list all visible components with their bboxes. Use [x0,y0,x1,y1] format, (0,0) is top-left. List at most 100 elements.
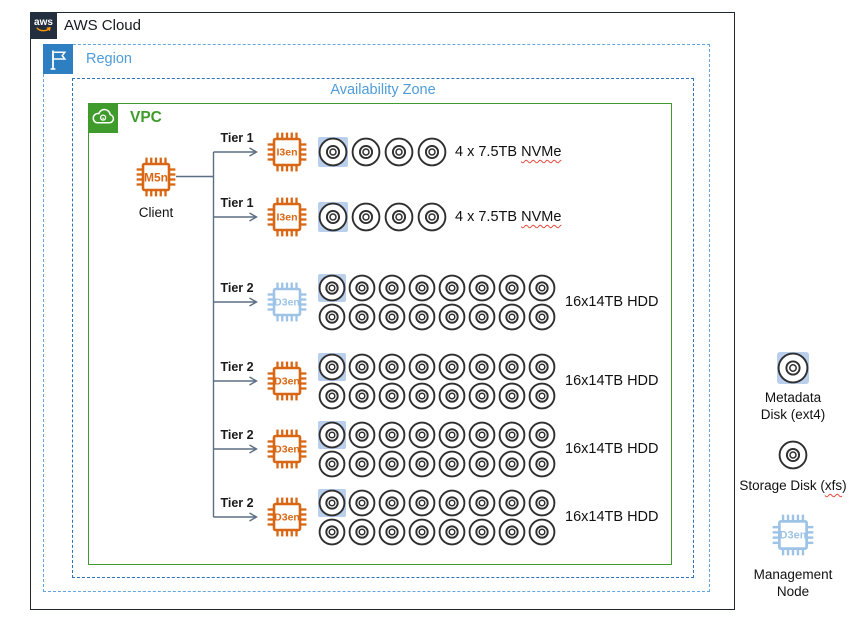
storage-disk-icon [468,518,496,546]
storage-disk-icon [438,489,466,517]
client-label: Client [138,205,174,220]
tier-label: Tier 1 [220,196,254,210]
metadata-disk-icon [318,273,346,302]
storage-disk-icon [498,421,526,449]
region-label: Region [86,51,132,67]
storage-disk-icon [378,353,406,381]
storage-disk-icon [438,274,466,302]
storage-disk-icon [468,421,496,449]
aws-logo-icon: aws [30,12,57,39]
storage-disk-icon [378,382,406,410]
storage-disk-icon [318,450,346,478]
storage-disk-icon [348,450,376,478]
storage-disk-icon [468,450,496,478]
disk-array [318,202,447,232]
legend-label: Management Node [753,567,833,599]
aws-cloud-label: AWS Cloud [64,17,141,34]
storage-disk-icon [528,274,556,302]
storage-disk-icon [438,450,466,478]
storage-disk-icon [378,450,406,478]
client-instance-chip: M5n [135,156,177,198]
storage-disk-icon [438,421,466,449]
storage-disk-icon [348,489,376,517]
metadata-disk-icon [318,420,346,449]
legend-management-node-icon: D3en [771,513,815,557]
svg-text:aws: aws [34,17,53,28]
storage-disk-icon [528,353,556,381]
instance-chip: I3en [266,131,308,173]
metadata-disk-icon [318,137,348,167]
storage-disk-icon [528,450,556,478]
storage-disk-icon [378,518,406,546]
disk-array [318,420,556,478]
storage-disk-icon [498,450,526,478]
storage-disk-icon [408,382,436,410]
storage-disk-icon [378,489,406,517]
instance-chip-label: I3en [276,147,297,159]
region-flag-icon [43,44,73,74]
aws-cloud-box [30,12,735,610]
storage-disk-icon [408,421,436,449]
disk-capacity-label: 4 x 7.5TB NVMe [455,144,562,160]
storage-disk-icon [528,421,556,449]
vpc-label: VPC [130,109,162,126]
region-box [43,44,710,592]
storage-disk-icon [417,202,447,232]
storage-disk-icon [438,303,466,331]
storage-disk-icon [468,303,496,331]
storage-disk-icon [468,274,496,302]
storage-disk-icon [528,382,556,410]
tier-label: Tier 2 [220,360,254,374]
storage-disk-icon [378,303,406,331]
storage-disk-icon [498,382,526,410]
storage-disk-icon [351,202,381,232]
storage-disk-icon [498,274,526,302]
availability-zone-label: Availability Zone [330,82,436,98]
storage-disk-icon [348,303,376,331]
instance-chip-label: I3en [276,212,297,224]
storage-disk-icon [498,353,526,381]
disk-capacity-label: 16x14TB HDD [565,509,659,525]
legend-storage-disk-icon [778,440,808,470]
disk-array [318,352,556,410]
storage-disk-icon [408,518,436,546]
tier-label: Tier 2 [220,496,254,510]
storage-disk-icon [528,303,556,331]
storage-disk-icon [351,137,381,167]
instance-chip-label: D3en [274,444,300,456]
storage-disk-icon [348,382,376,410]
storage-disk-icon [408,353,436,381]
storage-disk-icon [438,353,466,381]
storage-disk-icon [318,303,346,331]
instance-chip: D3en [266,360,308,402]
disk-array [318,273,556,331]
vpc-icon [88,103,118,133]
storage-disk-icon [468,382,496,410]
instance-chip-label: D3en [274,512,300,524]
metadata-disk-icon [318,488,346,517]
disk-capacity-label: 16x14TB HDD [565,441,659,457]
tier-label: Tier 2 [220,428,254,442]
storage-disk-icon [348,274,376,302]
management-node-chip: D3en [266,281,308,323]
disk-array [318,488,556,546]
storage-disk-icon [408,274,436,302]
storage-disk-icon [318,382,346,410]
legend-metadata-disk-icon [777,352,809,384]
storage-disk-icon [408,450,436,478]
legend-label: Storage Disk (xfs) [739,478,847,493]
instance-chip: D3en [266,496,308,538]
tier-label: Tier 1 [220,131,254,145]
storage-disk-icon [378,274,406,302]
storage-disk-icon [408,489,436,517]
storage-disk-icon [348,353,376,381]
metadata-disk-icon [318,202,348,232]
storage-disk-icon [528,489,556,517]
storage-disk-icon [384,202,414,232]
storage-disk-icon [378,421,406,449]
instance-chip-label: D3en [780,530,807,542]
storage-disk-icon [498,518,526,546]
disk-capacity-label: 4 x 7.5TB NVMe [455,209,562,225]
storage-disk-icon [438,382,466,410]
